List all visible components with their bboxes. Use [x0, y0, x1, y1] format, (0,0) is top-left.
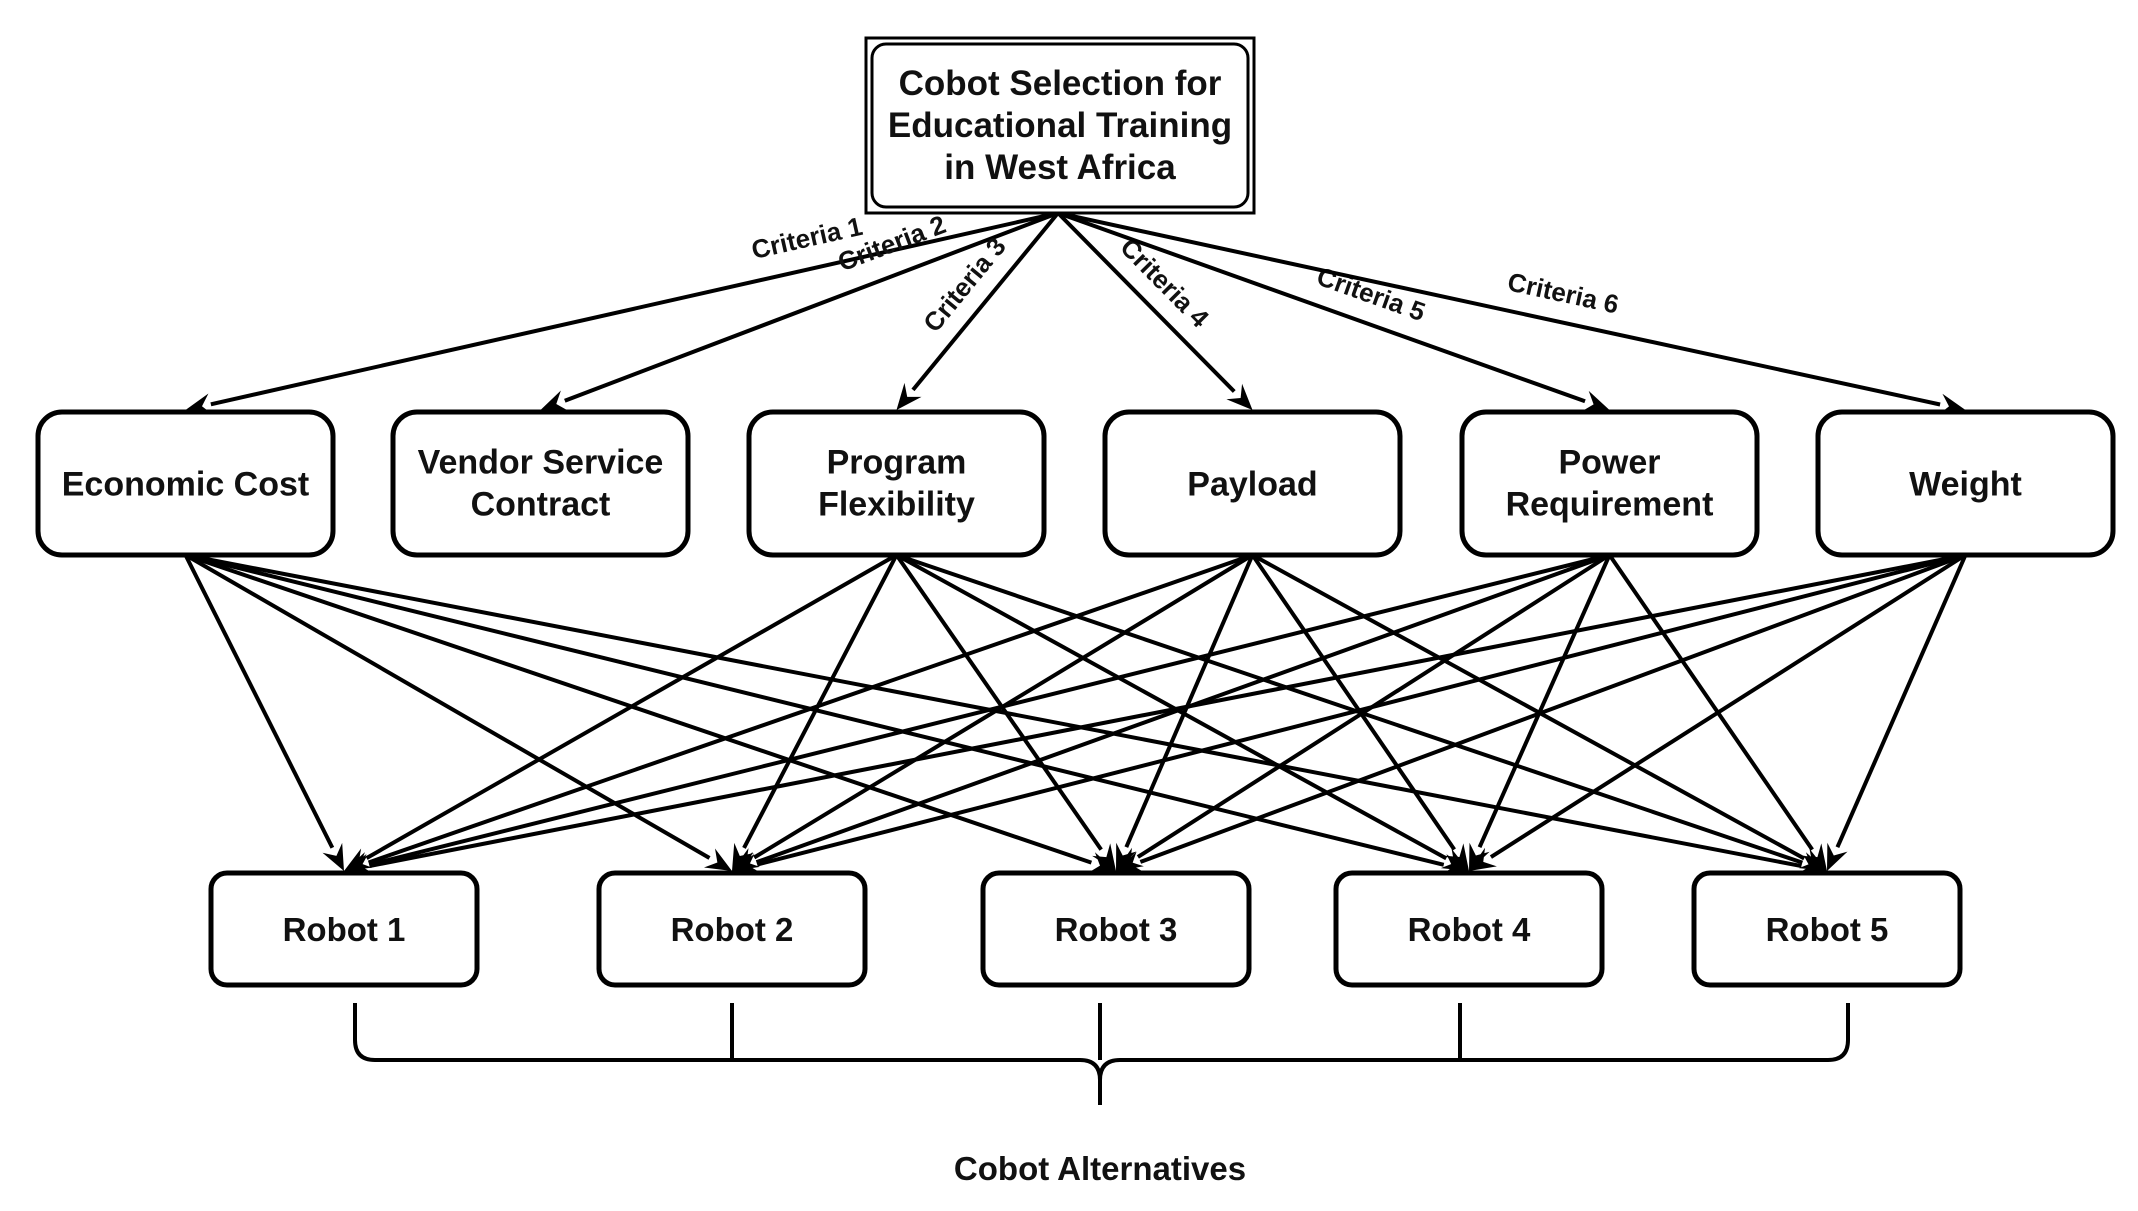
edge-criterion-to-alternative	[185, 553, 1469, 876]
alternative-box	[1691, 870, 1963, 988]
alternative-box	[208, 870, 480, 988]
bracket-line	[353, 1003, 1850, 1105]
criterion-box	[746, 409, 1047, 558]
edge-criterion-to-alternative	[344, 553, 1610, 876]
goal-label-line: Cobot Selection for	[899, 64, 1222, 103]
edge-goal-to-criterion	[540, 211, 1059, 412]
criterion-box	[1102, 409, 1403, 558]
edge-criterion-to-alternative	[894, 553, 1116, 871]
edge-criterion-to-alternative	[344, 553, 1254, 873]
edge-goal-to-criterion	[896, 211, 1060, 410]
alternatives-bracket	[353, 1003, 1850, 1105]
alternative-label: Robot 3	[1055, 911, 1178, 948]
criterion-box	[1459, 409, 1760, 558]
criterion-node: Weight	[1815, 409, 2116, 558]
robots-layer: Robot 1 Robot 2 Robot 3 Robot 4 Robot 5	[208, 870, 1963, 988]
alternative-node: Robot 1	[208, 870, 480, 988]
criterion-label: Weight	[1909, 466, 2022, 504]
edge-goal-to-criterion	[1056, 211, 1253, 410]
criterion-label: Payload	[1187, 466, 1317, 504]
edge-criterion-to-alternative	[184, 553, 1116, 874]
criterion-label: Vendor Service	[418, 444, 664, 482]
criterion-box	[1815, 409, 2116, 558]
criterion-label: Flexibility	[818, 486, 975, 524]
caption-cobot-alternatives: Cobot Alternatives	[954, 1150, 1246, 1187]
criterion-label: Requirement	[1506, 486, 1714, 524]
goal-box	[870, 42, 1250, 209]
edge-criterion-to-alternative	[1116, 554, 1255, 871]
goal-label-line: Educational Training	[888, 106, 1232, 145]
edge-criterion-to-alternative	[1607, 553, 1827, 871]
alternative-node: Robot 3	[980, 870, 1252, 988]
alternative-node: Robot 2	[596, 870, 868, 988]
alternative-label: Robot 5	[1766, 911, 1889, 948]
criterion-label: Contract	[471, 486, 611, 524]
alternative-node: Robot 4	[1333, 870, 1605, 988]
criterion-box	[35, 409, 336, 558]
edge-criterion-to-alternative	[1250, 553, 1469, 871]
edge-criterion-to-alternative	[732, 553, 1966, 876]
edge-criterion-to-alternative	[1469, 553, 1967, 871]
alternative-box	[1333, 870, 1605, 988]
edge-criterion-to-alternative	[1827, 554, 1968, 871]
edge-criterion-to-alternative	[184, 553, 732, 871]
edge-goal-to-criterion	[1057, 211, 1610, 412]
alternative-label: Robot 1	[283, 911, 406, 948]
criterion-node: Economic Cost	[35, 409, 336, 558]
edge-criterion-to-alternative	[1116, 553, 1967, 873]
alternative-label: Robot 2	[671, 911, 794, 948]
criterion-node: Payload	[1102, 409, 1403, 558]
criterion-label: Program	[827, 444, 967, 482]
criterion-label: Power	[1558, 444, 1660, 482]
criterion-label: Economic Cost	[62, 466, 309, 504]
criterion-edge-label: Criteria 6	[1505, 266, 1622, 319]
alternative-label: Robot 4	[1408, 911, 1531, 948]
alternative-box	[980, 870, 1252, 988]
alternative-node: Robot 5	[1691, 870, 1963, 988]
alternative-box	[596, 870, 868, 988]
goal-label-line: in West Africa	[944, 148, 1176, 187]
criterion-box	[390, 409, 691, 558]
edge-criterion-to-alternative	[183, 554, 344, 871]
